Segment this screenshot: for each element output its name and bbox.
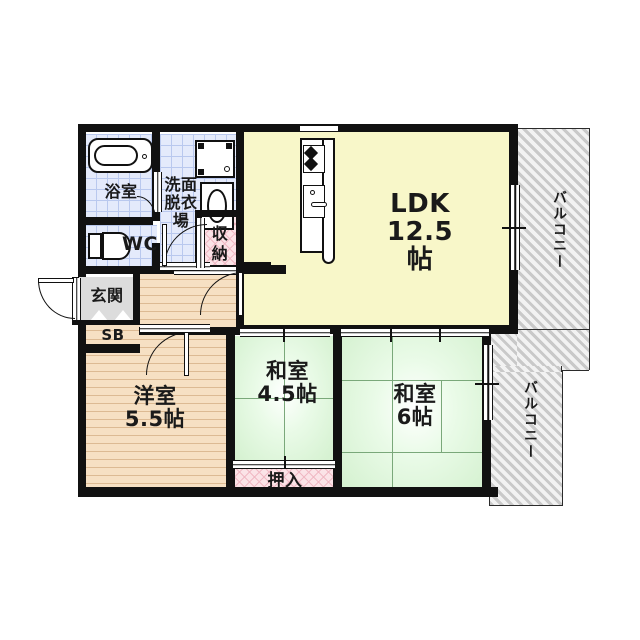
balcony-upper-label: バルコニー (551, 190, 567, 270)
washitsu45-label: 和室 4.5帖 (257, 359, 318, 406)
washroom-label: 洗面 脱衣場 (164, 175, 198, 230)
wall-bath-wc (85, 217, 153, 225)
washitsu45-top-window[interactable] (240, 328, 330, 337)
window-sash (390, 328, 392, 342)
tatami-seam (392, 336, 393, 380)
yoshitsu-label: 洋室 5.5帖 (124, 384, 186, 431)
sink-faucet-icon (311, 202, 327, 207)
door-center-mark (502, 227, 526, 229)
washitsu6-floor (341, 336, 489, 496)
window-sash (439, 328, 441, 342)
bathtub-drain-icon (142, 154, 147, 159)
tatami-seam (341, 452, 489, 453)
tatami-seam (341, 380, 489, 381)
ldk-label: LDK 12.5 帖 (386, 189, 454, 276)
entry-door-arc (38, 280, 75, 319)
ldk-top-opening (300, 126, 338, 132)
kitchen-sink-icon (303, 185, 325, 218)
washitsu6-balcony-window[interactable] (483, 345, 493, 420)
tatami-seam (284, 336, 285, 398)
wall-storage-top (198, 210, 243, 217)
washbasin-bowl-icon (207, 189, 227, 223)
balcony-seam-patch (517, 329, 589, 371)
washitsu45-door-leaf (238, 272, 243, 316)
bathroom-label: 浴室 (104, 182, 138, 201)
wall-genkan-right (133, 274, 140, 324)
washitsu6-top-window[interactable] (341, 328, 489, 337)
wall-wc-washroom (152, 243, 160, 273)
yoshitsu-door-leaf (184, 332, 189, 376)
window-sash (283, 328, 285, 342)
wall-left-lower (78, 322, 86, 492)
toilet-tank-icon (88, 233, 102, 259)
fusuma-sash (284, 456, 286, 468)
balcony-upper-area (516, 128, 590, 333)
washer-foot-icon (226, 143, 232, 149)
washer-drain-icon (224, 166, 230, 172)
storage-label: 収納 (211, 224, 229, 263)
tatami-seam (392, 452, 393, 496)
washitsu6-label: 和室 6帖 (393, 382, 437, 429)
wall-top (78, 124, 518, 132)
wall-ldk-west-stub (243, 262, 271, 270)
wc-label: WC (122, 233, 158, 255)
wall-washroom-ldk (236, 131, 244, 273)
washer-foot-icon (198, 169, 204, 175)
wall-sb-bottom (78, 344, 140, 353)
tatami-seam (392, 380, 393, 452)
genkan-label: 玄関 (90, 286, 124, 305)
shoebox-mark-icon (90, 310, 108, 321)
oshiire-label: 押入 (267, 471, 303, 491)
yoshitsu-door-opening[interactable] (140, 324, 210, 333)
bathroom-door[interactable] (153, 172, 162, 212)
wall-left-upper (78, 124, 86, 277)
entry-door-leaf (38, 278, 74, 283)
sink-drain-icon (310, 190, 315, 195)
balcony-lower-label: バルコニー (522, 380, 538, 460)
ldk-floor (243, 131, 516, 330)
wall-bottom (78, 487, 498, 497)
toilet-bowl-icon (102, 232, 131, 260)
tatami-seam (284, 398, 285, 464)
shoebox-mark-icon (114, 310, 132, 321)
door-center-mark (475, 383, 499, 385)
shoebox-label: SB (101, 326, 125, 344)
balcony-seam-patch2 (490, 366, 562, 372)
wall-sb-top (78, 320, 140, 325)
bathtub-inner (94, 145, 138, 166)
wc-door-leaf (162, 224, 167, 266)
wall-washitsu-divider (333, 327, 342, 492)
washer-foot-icon (198, 143, 204, 149)
wall-yoshitsu-washitsu (226, 327, 235, 492)
corridor-floor (139, 272, 243, 332)
tatami-seam (441, 380, 442, 452)
